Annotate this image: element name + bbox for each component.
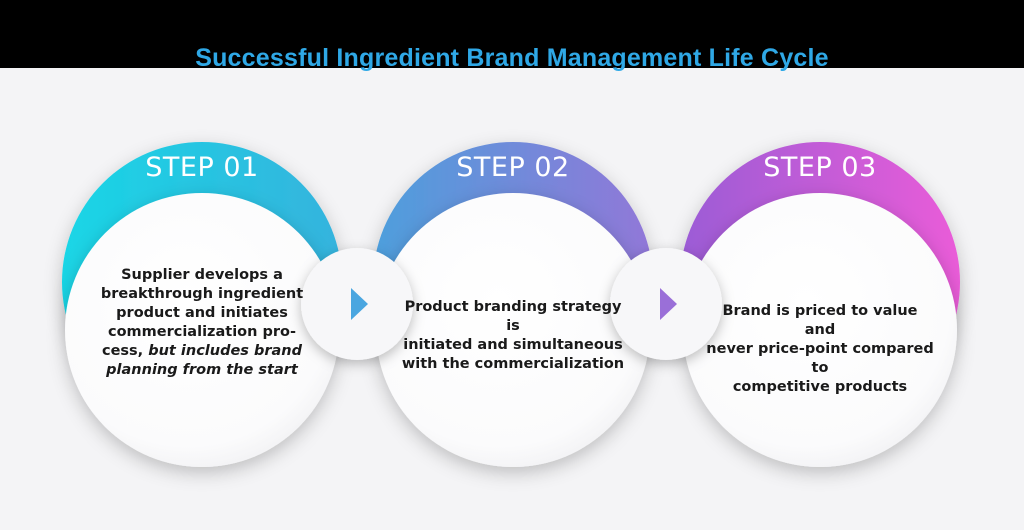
step-1-description: Supplier develops a breakthrough ingredie… — [97, 266, 307, 380]
step-3-group — [680, 142, 960, 467]
connector-1 — [301, 248, 413, 360]
description-line: cess, but includes brand — [97, 342, 307, 361]
step-3-white-disc — [683, 193, 957, 467]
step-1-white-disc — [65, 193, 339, 467]
description-text: Supplier develops a — [121, 267, 283, 283]
description-line: never price-point compared to — [705, 340, 935, 378]
step-1-group — [62, 142, 342, 467]
play-arrow-icon — [351, 288, 368, 320]
description-line: planning from the start — [97, 361, 307, 380]
description-text: breakthrough ingredient — [100, 286, 304, 302]
step-2-label: STEP 02 — [456, 152, 570, 183]
step-2-description: Product branding strategy is initiated an… — [398, 298, 628, 374]
description-text: Product branding strategy is — [404, 299, 622, 334]
diagram-title: Successful Ingredient Brand Management L… — [195, 44, 829, 72]
connector-2 — [610, 248, 722, 360]
description-text: Brand is priced to value and — [722, 303, 918, 338]
description-text: product and initiates — [116, 305, 288, 321]
description-line: breakthrough ingredient — [97, 285, 307, 304]
description-text: with the commercialization — [401, 356, 625, 372]
description-text: commercialization pro- — [107, 324, 297, 340]
description-line: Product branding strategy is — [398, 298, 628, 336]
description-line: commercialization pro- — [97, 323, 307, 342]
step-2-group — [373, 142, 653, 467]
emphasis-text: but includes brand — [148, 343, 303, 359]
description-line: competitive products — [705, 378, 935, 397]
step-3-label: STEP 03 — [763, 152, 877, 183]
step-2-white-disc — [376, 193, 650, 467]
step-1-label: STEP 01 — [145, 152, 259, 183]
description-text: never price-point compared to — [706, 341, 934, 376]
description-text: competitive products — [732, 379, 908, 395]
description-line: Supplier develops a — [97, 266, 307, 285]
play-arrow-icon — [660, 288, 677, 320]
description-text: cess, — [101, 343, 149, 359]
description-text: initiated and simultaneous — [403, 337, 623, 353]
description-line: Brand is priced to value and — [705, 302, 935, 340]
description-line: product and initiates — [97, 304, 307, 323]
description-line: initiated and simultaneous — [398, 336, 628, 355]
emphasis-text: planning from the start — [106, 362, 298, 378]
description-line: with the commercialization — [398, 355, 628, 374]
